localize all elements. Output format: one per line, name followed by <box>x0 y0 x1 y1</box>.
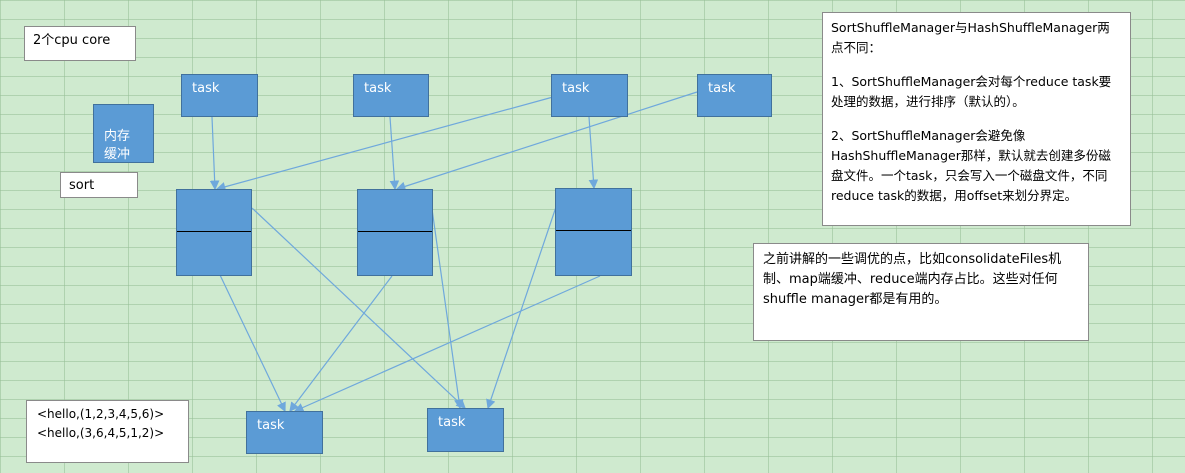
sort-shuffle-point-1: 1、SortShuffleManager会对每个reduce task要处理的数… <box>831 74 1112 109</box>
disk-file-2 <box>357 189 433 276</box>
arrow-file2-reduce2 <box>431 208 464 410</box>
cpu-core-text: 2个cpu core <box>33 33 111 48</box>
reduce-task-2-label: task <box>438 415 466 430</box>
arrow-map4-file2 <box>395 91 698 191</box>
map-task-3-label: task <box>562 81 590 96</box>
map-task-4-label: task <box>708 81 736 96</box>
data-line-1: <hello,(1,2,3,4,5,6)> <box>37 407 165 421</box>
map-task-4: task <box>697 74 772 117</box>
reduce-task-1: task <box>246 411 323 454</box>
disk-file-2-divider <box>358 231 432 232</box>
arrow-file1-reduce1 <box>219 274 286 413</box>
reduce-task-1-label: task <box>257 418 285 433</box>
map-task-2: task <box>353 74 429 117</box>
data-line-2: <hello,(3,6,4,5,1,2)> <box>37 426 165 440</box>
arrow-file2-reduce1 <box>289 275 393 412</box>
disk-file-3 <box>555 188 632 276</box>
arrow-file1-reduce2 <box>251 207 466 409</box>
tuning-note-text: 之前讲解的一些调优的点，比如consolidateFiles机制、map端缓冲、… <box>763 252 1062 307</box>
arrow-map1-file1 <box>209 116 220 191</box>
arrow-map3-file3 <box>588 116 599 190</box>
cpu-core-note: 2个cpu core <box>24 26 136 61</box>
arrow-file3-reduce1 <box>293 275 601 412</box>
reduce-task-2: task <box>427 408 504 452</box>
disk-file-1-divider <box>177 231 251 232</box>
sort-shuffle-note: SortShuffleManager与HashShuffleManager两点不… <box>822 12 1131 226</box>
map-task-1: task <box>181 74 258 117</box>
memory-buffer-label: 内存 缓冲 <box>104 129 131 162</box>
arrow-file3-reduce2 <box>486 203 558 410</box>
arrow-map3-file1 <box>215 96 554 192</box>
map-task-2-label: task <box>364 81 392 96</box>
data-note: <hello,(1,2,3,4,5,6)> <hello,(3,6,4,5,1,… <box>26 400 189 463</box>
map-task-1-label: task <box>192 81 220 96</box>
disk-file-3-divider <box>556 230 631 231</box>
memory-buffer-box: 内存 缓冲 <box>93 104 154 163</box>
disk-file-1 <box>176 189 252 276</box>
sort-shuffle-title: SortShuffleManager与HashShuffleManager两点不… <box>831 20 1110 55</box>
sort-label-box: sort <box>60 172 138 198</box>
tuning-note: 之前讲解的一些调优的点，比如consolidateFiles机制、map端缓冲、… <box>753 243 1089 341</box>
sort-shuffle-point-2: 2、SortShuffleManager会避免像HashShuffleManag… <box>831 128 1111 203</box>
sort-label-text: sort <box>69 178 95 193</box>
map-task-3: task <box>551 74 628 117</box>
arrow-map2-file2 <box>389 116 400 191</box>
